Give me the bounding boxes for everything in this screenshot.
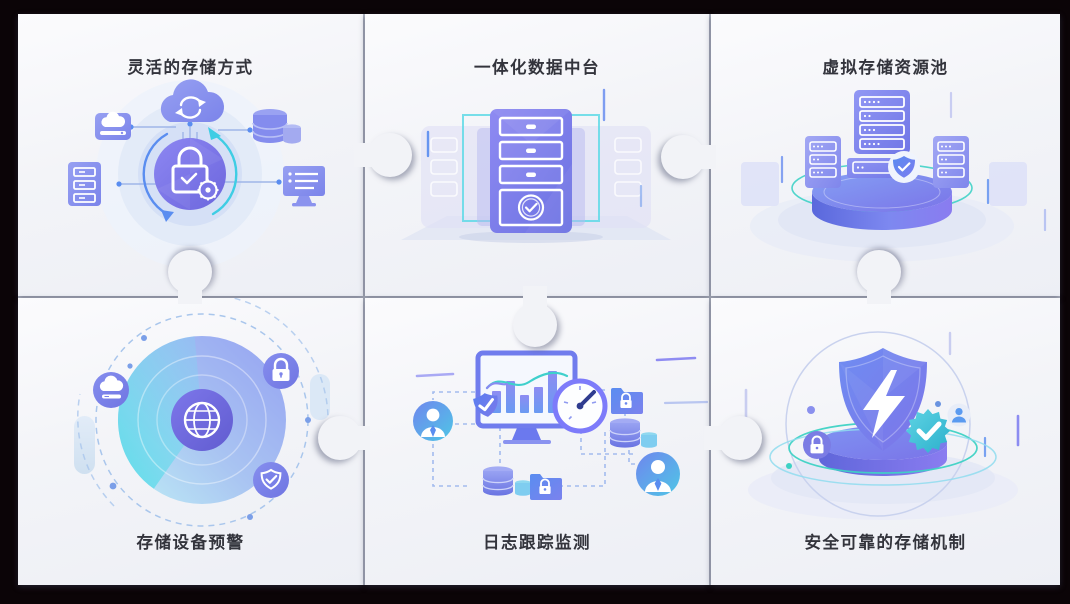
storage-device-alert-illustration bbox=[74, 298, 330, 527]
side-server-icon bbox=[805, 136, 841, 188]
database-icon bbox=[252, 109, 301, 144]
secure-storage-illustration bbox=[744, 331, 1020, 520]
connector-dots bbox=[116, 121, 282, 187]
log-tracking-illustration bbox=[413, 350, 709, 500]
puzzle-board: 灵活的存储方式 bbox=[18, 14, 1060, 585]
locked-folder-icon bbox=[530, 474, 562, 500]
refresh-arrows-icon bbox=[142, 127, 238, 222]
feature-title: 安全可靠的存储机制 bbox=[804, 534, 967, 552]
locked-folder-icon bbox=[611, 388, 643, 414]
drawer-icon bbox=[498, 116, 564, 185]
orbit-dots bbox=[109, 335, 311, 520]
server-tower-icon bbox=[459, 109, 603, 243]
lock-check-gear-icon bbox=[154, 138, 226, 210]
virtual-storage-pool-illustration bbox=[741, 90, 1047, 262]
puzzle-tab-neck bbox=[523, 286, 547, 310]
feature-card-log-tracking: 日志跟踪监测 bbox=[365, 298, 709, 585]
seal-check-badge-icon bbox=[906, 409, 950, 453]
pill-accents bbox=[74, 374, 330, 474]
feature-title: 虚拟存储资源池 bbox=[822, 59, 949, 77]
puzzle-tab-neck bbox=[704, 426, 730, 450]
feature-card-virtual-storage-pool: 虚拟存储资源池 bbox=[711, 14, 1060, 296]
shield-check-badge-icon bbox=[888, 151, 920, 183]
hard-drive-icon bbox=[95, 111, 131, 140]
flexible-storage-illustration bbox=[68, 79, 325, 268]
database-stack-icon bbox=[609, 418, 657, 448]
database-stack-icon bbox=[482, 466, 531, 496]
line-accents bbox=[415, 356, 709, 405]
puzzle-tab-neck bbox=[178, 280, 202, 304]
feature-card-flexible-storage: 灵活的存储方式 bbox=[18, 14, 363, 296]
cloud-drive-badge-icon bbox=[93, 372, 129, 408]
monitor-list-icon bbox=[283, 166, 325, 207]
lock-badge-icon bbox=[263, 353, 299, 389]
feature-title: 存储设备预警 bbox=[136, 534, 245, 552]
feature-title: 灵活的存储方式 bbox=[127, 59, 254, 77]
puzzle-tab-neck bbox=[354, 143, 380, 167]
shield-check-badge-icon bbox=[253, 462, 289, 498]
data-middle-platform-illustration bbox=[401, 88, 671, 243]
shield-check-icon bbox=[473, 393, 498, 417]
lock-badge-icon bbox=[803, 431, 831, 459]
user-badge-icon bbox=[947, 403, 971, 427]
feature-card-data-middle-platform: 一体化数据中台 bbox=[365, 14, 709, 296]
feature-title: 一体化数据中台 bbox=[474, 59, 600, 77]
check-circle-icon bbox=[498, 188, 564, 227]
side-server-icon bbox=[933, 136, 969, 188]
cloud-sync-icon bbox=[160, 79, 225, 122]
feature-card-secure-storage: 安全可靠的存储机制 bbox=[711, 298, 1060, 585]
feature-card-storage-device-alert: 存储设备预警 bbox=[18, 298, 363, 585]
user-badge-icon bbox=[413, 401, 453, 441]
gauge-icon bbox=[552, 378, 608, 434]
puzzle-tab-neck bbox=[344, 426, 370, 450]
feature-title: 日志跟踪监测 bbox=[483, 534, 591, 552]
server-icon bbox=[68, 162, 101, 206]
shield-lightning-icon bbox=[839, 348, 927, 451]
puzzle-tab-bottom-of-card2 bbox=[513, 303, 557, 347]
puzzle-tab-neck bbox=[686, 145, 716, 169]
puzzle-tab-neck bbox=[867, 280, 891, 304]
globe-icon bbox=[183, 401, 221, 439]
user-badge-icon bbox=[636, 452, 680, 496]
radar-icon bbox=[117, 336, 286, 504]
